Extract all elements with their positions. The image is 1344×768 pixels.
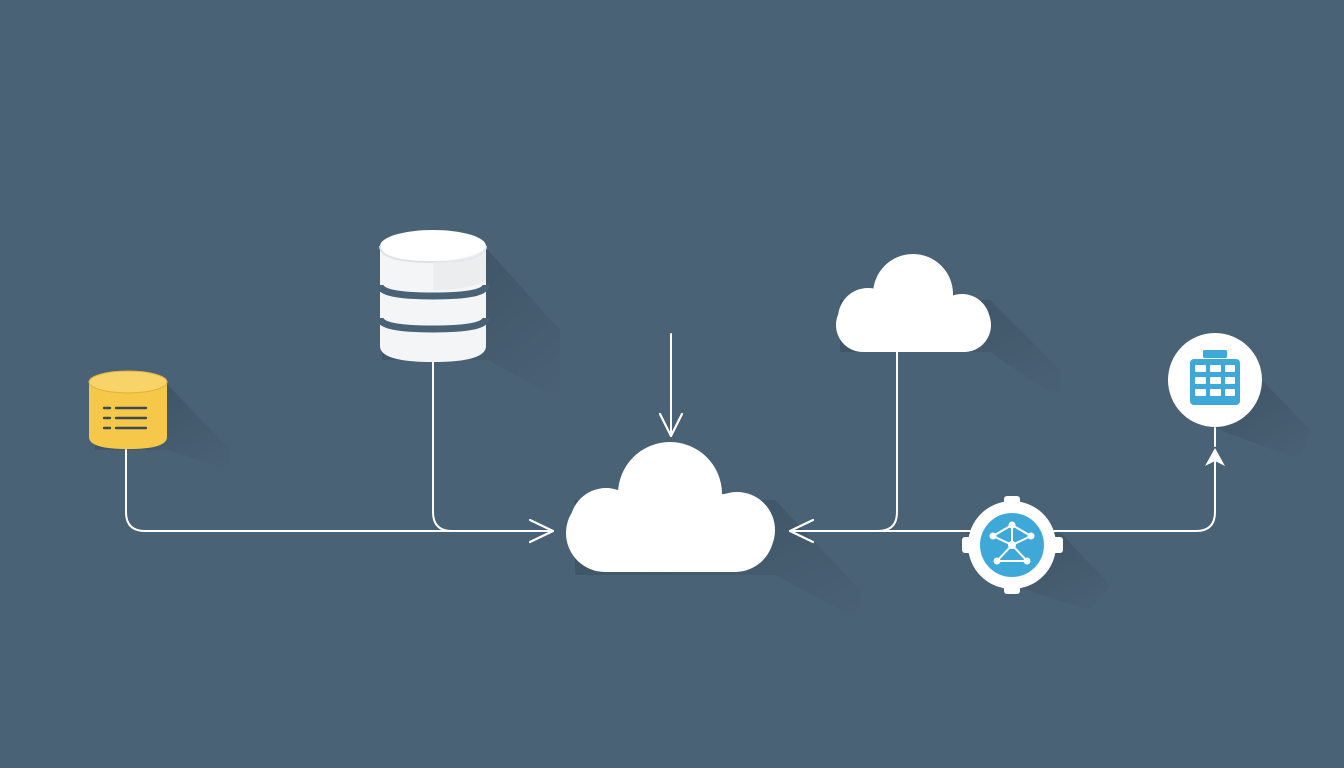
arrowhead-into-grid	[1205, 448, 1225, 466]
arrowhead-into-cloud-left	[528, 518, 555, 544]
connector-yellow-db-to-cloud	[125, 449, 554, 532]
grid-icon[interactable]	[1168, 333, 1262, 427]
central-cloud-icon[interactable]	[566, 442, 775, 572]
arrowhead-into-cloud-right	[788, 518, 815, 544]
connector-hub-to-grid	[1049, 454, 1216, 532]
white-database-icon[interactable]	[376, 230, 490, 362]
network-gear-icon[interactable]	[962, 496, 1063, 594]
arrowheads	[528, 412, 815, 544]
connectors	[125, 333, 1216, 532]
arrowhead-into-cloud-top	[658, 412, 684, 438]
connector-upper-cloud-to-central	[789, 349, 898, 532]
connector-white-db-to-cloud	[432, 359, 554, 532]
upper-cloud-icon[interactable]	[836, 254, 991, 352]
yellow-database-icon[interactable]	[88, 370, 168, 449]
